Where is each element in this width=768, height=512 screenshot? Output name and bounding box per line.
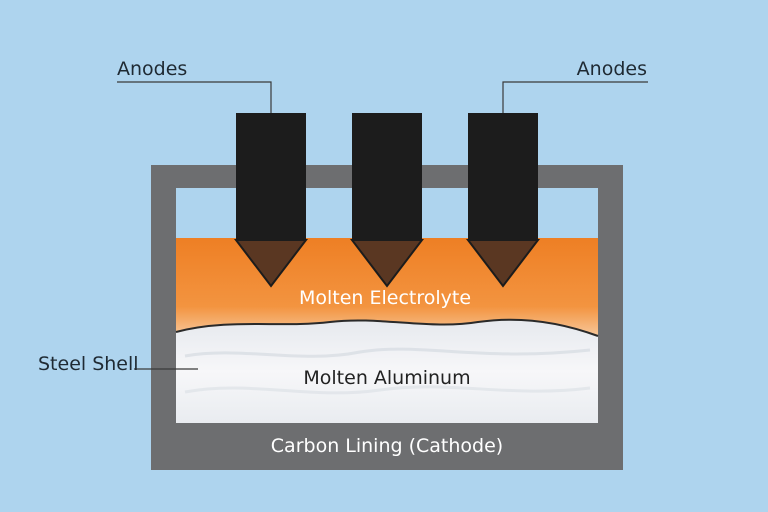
- electrolyte-aluminum-interface: [175, 318, 599, 337]
- anode-1: [233, 113, 309, 288]
- aluminum-label: Molten Aluminum: [303, 367, 470, 389]
- molten-aluminum-layer: [176, 319, 598, 423]
- anodes-right-label: Anodes: [577, 58, 647, 80]
- anodes-right-leader: [502, 81, 648, 113]
- steel-shell-label: Steel Shell: [38, 353, 139, 375]
- anodes-left-leader: [117, 81, 272, 113]
- anodes-left-label: Anodes: [117, 58, 187, 80]
- electrolyte-label: Molten Electrolyte: [299, 287, 471, 309]
- aluminum-wave-1: [184, 347, 591, 358]
- anode-3: [465, 113, 541, 288]
- anode-2: [349, 113, 425, 288]
- aluminum-wave-2: [184, 385, 591, 395]
- cathode-label: Carbon Lining (Cathode): [271, 435, 503, 457]
